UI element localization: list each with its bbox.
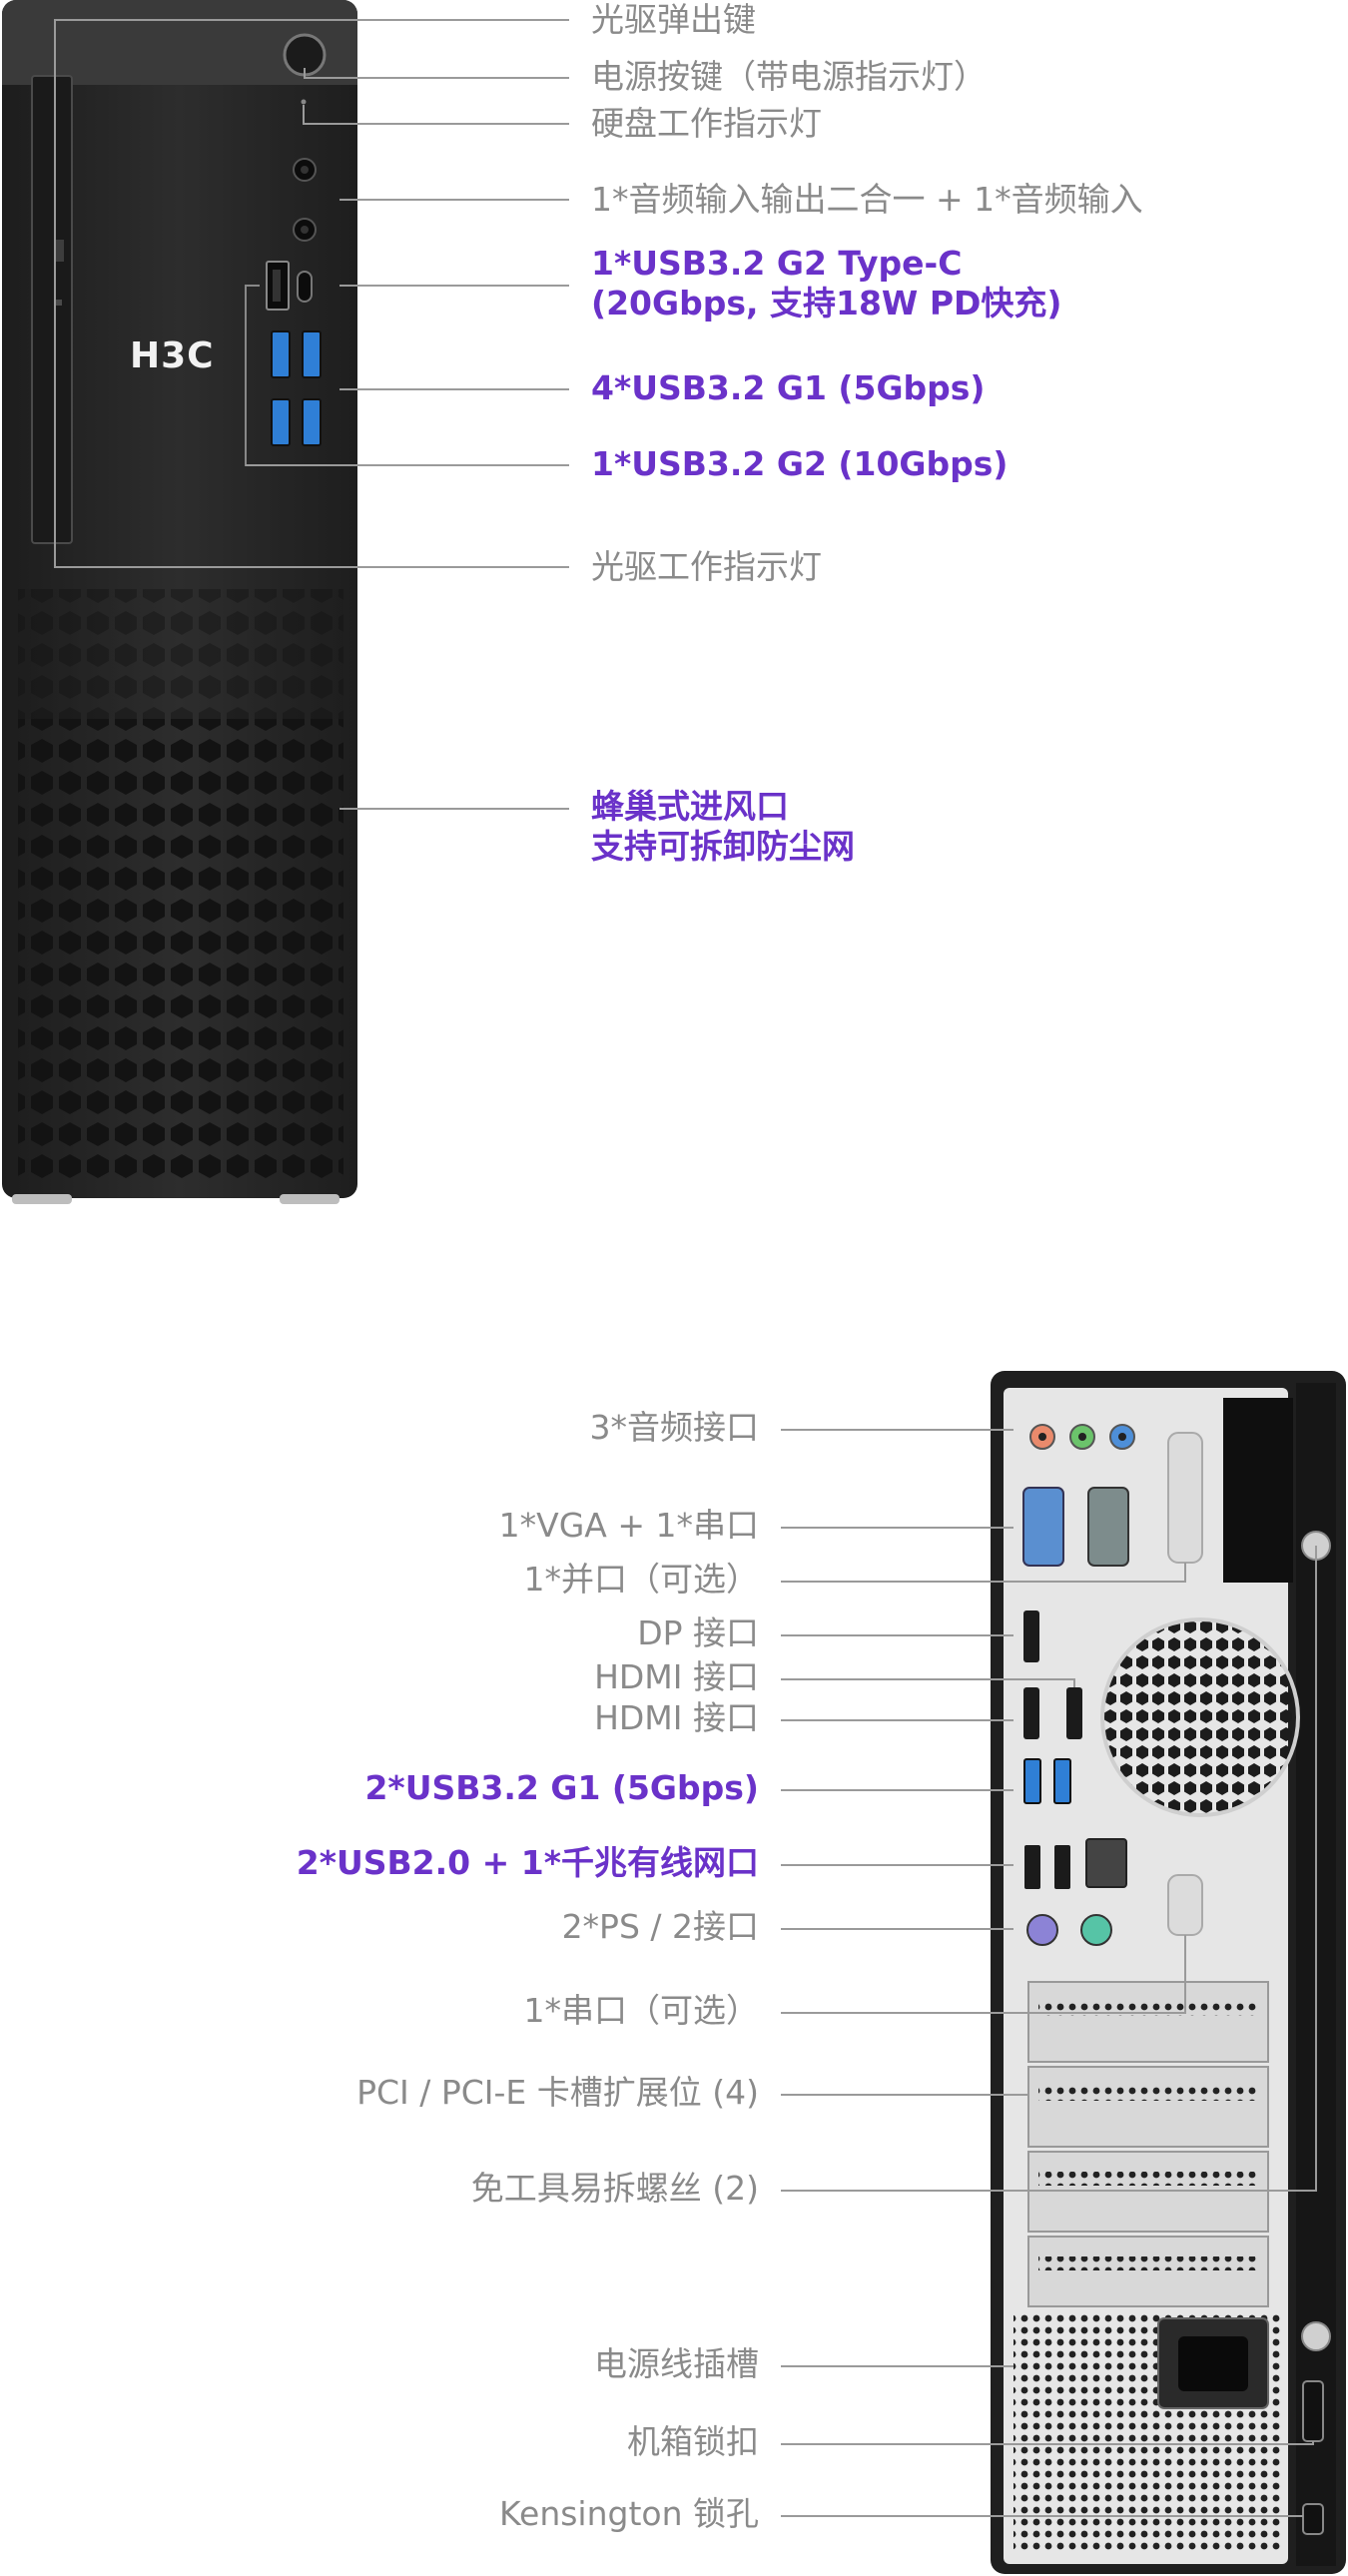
label-front-audio: 1*音频输入输出二合一 + 1*音频输入: [591, 180, 1143, 219]
label-pci-slots: PCI / PCI-E 卡槽扩展位 (4): [356, 2073, 759, 2112]
label-front-usb-g2: 1*USB3.2 G2 (10Gbps): [591, 444, 1009, 483]
label-rear-audio: 3*音频接口: [589, 1408, 760, 1447]
label-screws: 免工具易拆螺丝 (2): [470, 2169, 759, 2208]
rear-tower: [991, 1371, 1346, 2574]
pci-slots: [1027, 1981, 1269, 2307]
rear-leader-lines: [781, 1429, 1317, 2517]
front-leader-lines: [54, 19, 569, 810]
label-usb2-lan: 2*USB2.0 + 1*千兆有线网口: [296, 1843, 759, 1882]
rear-fan-grill: [1102, 1619, 1298, 1815]
brand-logo: H3C: [130, 335, 215, 376]
label-hdmi-2: HDMI 接口: [594, 1698, 759, 1737]
label-hdmi-1: HDMI 接口: [594, 1657, 759, 1696]
label-hdd-led: 硬盘工作指示灯: [591, 104, 822, 143]
label-front-usb-g1: 4*USB3.2 G1 (5Gbps): [591, 368, 986, 407]
label-case-lock: 机箱锁扣: [627, 2422, 759, 2461]
label-vent-line2: 支持可拆卸防尘网: [591, 827, 855, 866]
front-tower: [2, 0, 357, 1204]
label-parallel: 1*并口（可选）: [523, 1560, 760, 1599]
label-eject-button: 光驱弹出键: [591, 0, 756, 39]
label-vent-line1: 蜂巢式进风口: [591, 787, 789, 826]
label-rear-usb-g1: 2*USB3.2 G1 (5Gbps): [364, 1768, 759, 1807]
label-dp: DP 接口: [637, 1613, 759, 1652]
label-typec: 1*USB3.2 G2 Type-C (20Gbps, 支持18W PD快充): [591, 244, 1061, 323]
usb-blue-ports: [271, 330, 322, 446]
label-odd-led: 光驱工作指示灯: [591, 547, 822, 586]
label-kensington: Kensington 锁孔: [499, 2494, 759, 2533]
label-ps2: 2*PS / 2接口: [561, 1907, 759, 1946]
label-vga-serial: 1*VGA + 1*串口: [498, 1506, 759, 1545]
label-front-vent: 蜂巢式进风口 支持可拆卸防尘网: [591, 787, 855, 867]
label-typec-line1: 1*USB3.2 G2 Type-C: [591, 244, 963, 283]
label-typec-line2: (20Gbps, 支持18W PD快充): [591, 284, 1062, 322]
label-serial-optional: 1*串口（可选）: [523, 1991, 760, 2030]
label-power-button: 电源按键（带电源指示灯）: [591, 57, 987, 96]
label-power-socket: 电源线插槽: [594, 2344, 759, 2383]
